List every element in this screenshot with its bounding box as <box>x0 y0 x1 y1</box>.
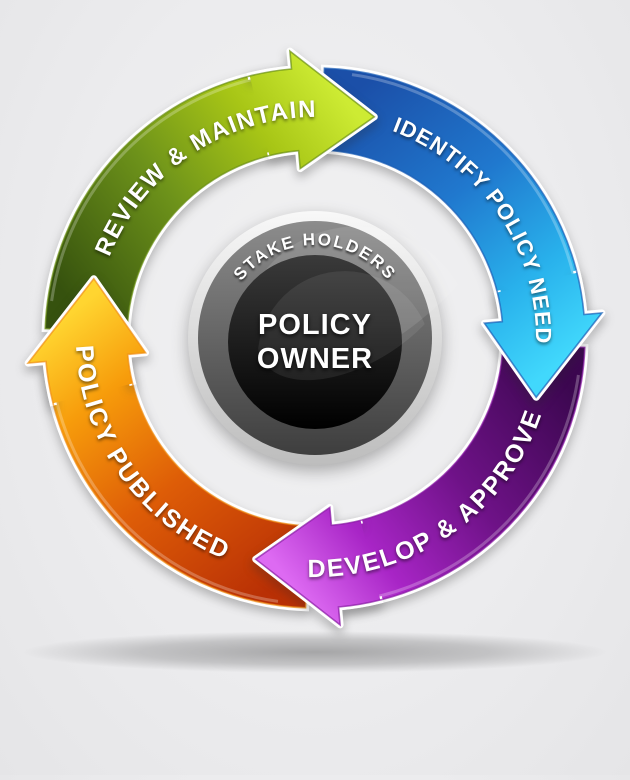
policy-owner-line2: OWNER <box>257 343 373 375</box>
arrow-develop-approve-head-edge <box>254 505 383 627</box>
arrow-policy-published-head <box>28 278 146 404</box>
arrow-review-maintain-head-edge <box>247 49 376 171</box>
arrow-develop-approve-head <box>255 507 381 625</box>
medallion-core-disc <box>228 255 402 429</box>
arrow-identify-policy-need-head <box>484 272 602 398</box>
arrow-identify-policy-need-head-edge <box>482 270 604 399</box>
center-medallion <box>188 181 499 465</box>
arrow-develop-approve-bevel <box>360 374 580 602</box>
ground-shadow <box>23 631 607 673</box>
arrow-policy-published-bevel <box>51 383 279 603</box>
arrow-identify-policy-need-bevel <box>351 73 579 293</box>
arrow-policy-published-head-edge <box>26 277 148 406</box>
arrow-review-maintain-bevel <box>50 74 270 302</box>
policy-owner-line1: POLICY <box>258 309 372 341</box>
arrow-review-maintain-head <box>249 51 375 169</box>
